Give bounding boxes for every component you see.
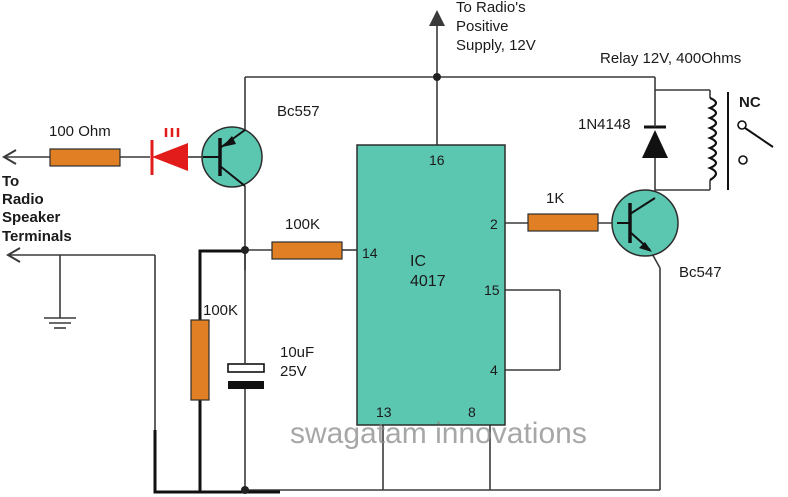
ic-4017-body <box>356 144 506 426</box>
ic-name-label: IC <box>410 253 426 270</box>
relay-label: Relay 12V, 400Ohms <box>600 50 741 67</box>
output-label-line4: Terminals <box>2 228 72 245</box>
junction-dot <box>241 246 249 254</box>
supply-label-line2: Positive <box>456 18 509 35</box>
relay-contact-icon <box>737 120 774 165</box>
capacitor-voltage-label: 25V <box>280 363 307 380</box>
speaker-arrow-top-icon <box>2 149 17 165</box>
output-label-line2: Radio <box>2 191 44 208</box>
relay-coil-icon <box>707 92 729 190</box>
resistor-1k <box>527 213 599 232</box>
supply-arrow-icon <box>429 10 445 26</box>
output-label-line3: Speaker <box>2 209 61 226</box>
resistor-100k-bleed <box>190 319 210 401</box>
ic-pin-2: 2 <box>490 216 498 232</box>
resistor-100-ohm <box>49 148 121 167</box>
resistor-100k-clock-label: 100K <box>285 216 320 233</box>
pnp-transistor-label: Bc557 <box>277 103 320 120</box>
capacitor-value-label: 10uF <box>280 344 314 361</box>
ic-pin-8: 8 <box>468 404 476 420</box>
junction-dot <box>433 73 441 81</box>
ic-pin-4: 4 <box>490 362 498 378</box>
output-label-line1: To <box>2 173 19 190</box>
speaker-arrow-bottom-icon <box>6 247 21 263</box>
led-icon <box>150 128 188 175</box>
npn-transistor-icon <box>611 189 679 257</box>
supply-label-line1: To Radio's <box>456 0 526 16</box>
pnp-transistor-icon <box>201 126 263 188</box>
ic-part-label: 4017 <box>410 273 446 290</box>
relay-nc-label: NC <box>739 94 761 111</box>
diode-icon <box>642 117 668 170</box>
resistor-1k-label: 1K <box>546 190 564 207</box>
ground-icon <box>44 317 76 329</box>
resistor-100k-bleed-label: 100K <box>203 302 238 319</box>
supply-label-line3: Supply, 12V <box>456 37 536 54</box>
watermark-text: swagatam innovations <box>290 417 587 450</box>
npn-transistor-label: Bc547 <box>679 264 722 281</box>
diode-label: 1N4148 <box>578 116 631 133</box>
ic-pin-16: 16 <box>429 152 445 168</box>
ic-pin-14: 14 <box>362 245 378 261</box>
resistor-100k-clock <box>271 241 343 260</box>
ic-pin-15: 15 <box>484 282 500 298</box>
junction-dot <box>241 486 249 494</box>
capacitor-icon <box>227 355 265 400</box>
resistor-100-ohm-label: 100 Ohm <box>49 123 111 140</box>
ic-pin-13: 13 <box>376 404 392 420</box>
